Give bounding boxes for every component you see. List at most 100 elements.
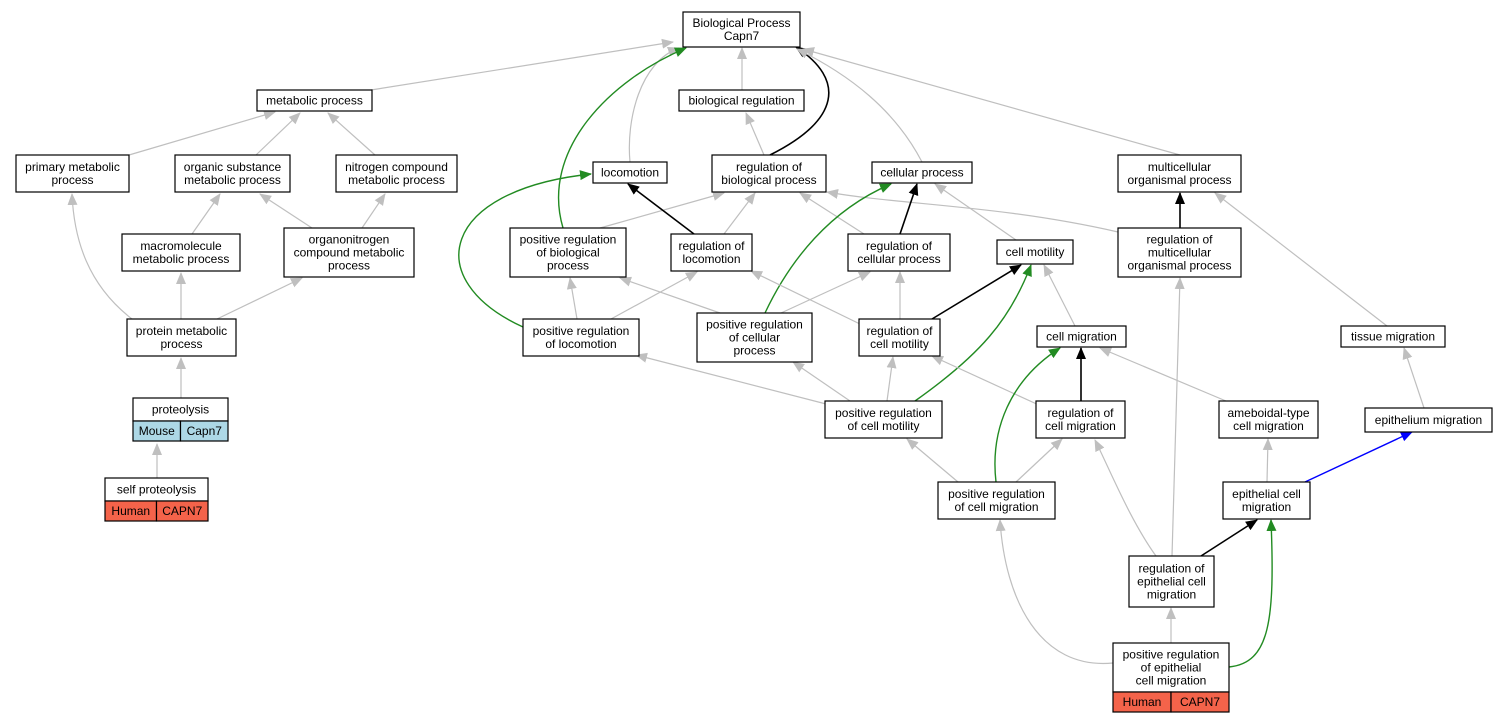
node-box [174, 154, 291, 193]
node-label-line: locomotion [601, 166, 659, 180]
node-label-line: Capn7 [724, 29, 760, 43]
node-box [1340, 325, 1446, 348]
edge-posregmot-to-posregcell [792, 361, 851, 402]
node-label-line: nitrogen compound [345, 160, 448, 174]
edge-posregloco-to-regloco [610, 271, 698, 320]
node-label-line: multicellular [1148, 160, 1211, 174]
node-box [1112, 642, 1230, 693]
tag-box [1170, 691, 1230, 713]
edge-posregmot-to-regmot [886, 356, 897, 402]
node-label-line: regulation of [736, 160, 803, 174]
edge-macro-to-organic [191, 193, 221, 235]
node-epimig[interactable]: epithelium migration [1364, 407, 1493, 433]
node-cellular[interactable]: cellular process [871, 161, 973, 184]
node-label-line: organonitrogen [309, 232, 390, 246]
node-label-line: epithelium migration [1375, 413, 1482, 427]
node-box [1117, 154, 1242, 193]
node-box [1218, 400, 1319, 439]
node-label-line: regulation of [866, 239, 933, 253]
node-motility[interactable]: cell motility [996, 239, 1074, 265]
tag-label: CAPN7 [1180, 695, 1220, 709]
node-label-line: tissue migration [1351, 330, 1435, 344]
species-tag-mouse: Capn7 [179, 420, 229, 442]
node-label-line: process [328, 259, 370, 273]
node-migration[interactable]: cell migration [1036, 325, 1127, 348]
edge-posregcell-to-cellular [764, 183, 892, 314]
species-tag-human: Human [104, 500, 158, 522]
edge-organic-to-metabolic [255, 112, 301, 156]
edge-regloco-to-locomotion [627, 183, 695, 235]
edge-posregmig-to-regmig [1015, 438, 1063, 483]
node-bioreg[interactable]: biological regulation [678, 89, 805, 112]
node-box [256, 89, 373, 112]
node-label-line: biological process [721, 173, 816, 187]
edge-regmot-to-motility [931, 264, 1022, 320]
node-box [696, 312, 813, 363]
node-label-line: migration [1147, 588, 1196, 602]
edge-cellular-to-bp [796, 48, 923, 163]
node-box [937, 481, 1056, 520]
node-label-line: metabolic process [133, 252, 230, 266]
node-label-line: of biological [536, 246, 599, 260]
edge-ameboid-to-migration [1099, 347, 1227, 402]
edge-locomotion-to-bp [628, 47, 680, 163]
tag-label: Capn7 [187, 424, 223, 438]
node-box [121, 233, 241, 272]
node-label-line: process [547, 259, 589, 273]
node-label-line: migration [1242, 500, 1291, 514]
node-label-line: epithelial cell [1137, 575, 1206, 589]
edge-regepi-to-regmig [1094, 439, 1157, 557]
node-box [847, 233, 951, 272]
node-metabolic[interactable]: metabolic process [256, 89, 373, 112]
node-box [335, 154, 458, 193]
node-box [1117, 227, 1242, 278]
node-label-line: process [51, 173, 93, 187]
node-label-line: biological regulation [688, 94, 794, 108]
edge-posregcell-to-regcell [780, 271, 871, 314]
node-tissuemig[interactable]: tissue migration [1340, 325, 1446, 348]
node-label-line: proteolysis [152, 403, 209, 417]
edge-nitrogen-to-metabolic [327, 112, 376, 156]
node-box [1036, 325, 1127, 348]
node-box [1128, 555, 1215, 608]
edge-posregbio-to-bp [557, 47, 687, 229]
node-box [871, 161, 973, 184]
node-label-line: of epithelial [1141, 661, 1202, 675]
edge-posregcell-to-posregbio [619, 276, 721, 314]
node-label-line: cell motility [870, 337, 929, 351]
node-label-line: regulation of [1146, 232, 1213, 246]
node-box [1035, 400, 1126, 439]
node-box [509, 227, 627, 278]
edge-regcell-to-cellular [899, 183, 919, 235]
species-tag-human: CAPN7 [155, 500, 209, 522]
node-locomotion[interactable]: locomotion [592, 161, 668, 184]
node-box [678, 89, 805, 112]
node-label-line: of cellular [729, 331, 780, 345]
